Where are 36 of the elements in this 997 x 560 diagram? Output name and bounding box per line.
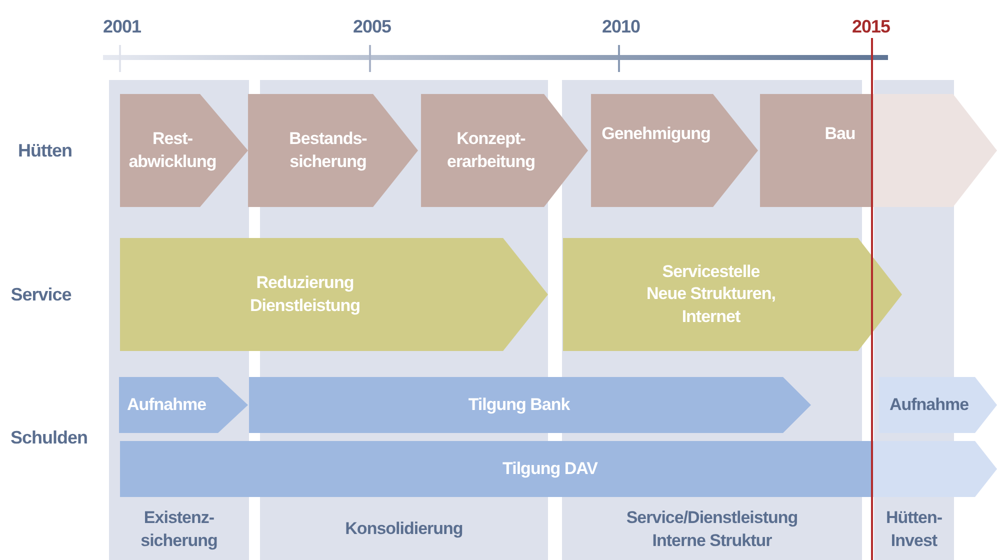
phase-band bbox=[874, 497, 954, 560]
phase-label: Service/Dienstleistung Interne Struktur bbox=[625, 507, 799, 552]
phase-label: Konsolidierung bbox=[345, 518, 463, 540]
chevron-step bbox=[120, 441, 997, 497]
year-label: 2005 bbox=[352, 16, 392, 38]
chevron-step bbox=[879, 377, 997, 433]
step-label: Genehmigung bbox=[602, 123, 710, 146]
phase-band bbox=[260, 497, 548, 560]
step-label: Bau bbox=[824, 123, 856, 146]
phase-label: Existenz- sicherung bbox=[140, 507, 218, 552]
step-label: Rest- abwicklung bbox=[128, 128, 218, 173]
year-label: 2015 bbox=[852, 16, 890, 38]
step-label: Bestands- sicherung bbox=[288, 128, 368, 173]
step-label: Tilgung Bank bbox=[468, 394, 570, 416]
year-label: 2010 bbox=[602, 16, 640, 38]
chevron-step bbox=[591, 94, 758, 207]
step-label: Konzept- erarbeitung bbox=[446, 128, 536, 173]
step-label: Aufnahme bbox=[889, 394, 969, 416]
chevron-step bbox=[421, 94, 588, 207]
chevron-step bbox=[120, 238, 548, 351]
step-label: Servicestelle Neue Strukturen, Internet bbox=[646, 261, 776, 328]
chevron-step bbox=[119, 377, 248, 433]
row-label: Service bbox=[10, 284, 72, 306]
chevron-step bbox=[760, 94, 997, 207]
row-label: Hütten bbox=[18, 140, 72, 162]
year-label: 2001 bbox=[102, 16, 142, 38]
phase-band bbox=[109, 497, 249, 560]
phase-label: Hütten- Invest bbox=[885, 507, 943, 552]
step-label: Tilgung DAV bbox=[502, 458, 598, 480]
chevron-step bbox=[120, 94, 248, 207]
step-label: Aufnahme bbox=[126, 394, 206, 416]
chevron-step bbox=[248, 94, 418, 207]
chevron-step bbox=[563, 238, 902, 351]
step-label: Reduzierung Dienstleistung bbox=[248, 272, 362, 317]
row-label: Schulden bbox=[10, 428, 88, 448]
phase-band bbox=[562, 497, 862, 560]
